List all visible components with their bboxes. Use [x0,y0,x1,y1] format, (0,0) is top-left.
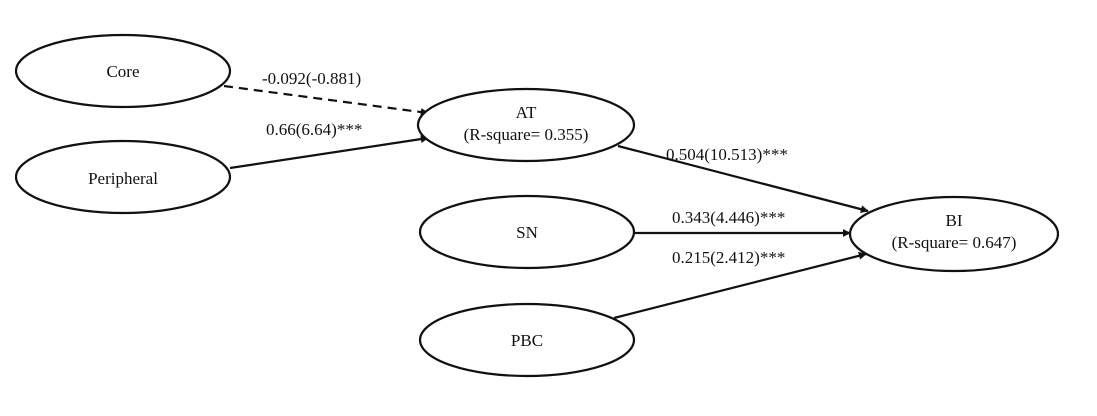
node-bi-label: BI [946,211,963,230]
node-bi-ellipse [848,195,1060,273]
node-core: Core [14,33,232,109]
node-pbc-label: PBC [511,331,543,350]
node-core-label: Core [106,62,139,81]
node-at: AT (R-square= 0.355) [416,87,636,163]
edge-label-core-to-at: -0.092(-0.881) [262,69,361,88]
edge-label-at-to-bi: 0.504(10.513)*** [666,145,788,164]
node-bi: BI (R-square= 0.647) [848,195,1060,273]
node-peripheral: Peripheral [14,139,232,215]
edge-label-pbc-to-bi: 0.215(2.412)*** [672,248,785,267]
edge-at-to-bi [617,144,869,214]
node-core-ellipse [14,33,232,109]
edge-core-to-at [223,84,429,117]
edge-pbc-to-bi [613,251,867,320]
node-bi-rsquare: (R-square= 0.647) [892,233,1017,252]
node-at-ellipse [416,87,636,163]
edge-label-sn-to-bi: 0.343(4.446)*** [672,208,785,227]
edge-label-peripheral-to-at: 0.66(6.64)*** [266,120,362,139]
node-at-rsquare: (R-square= 0.355) [464,125,589,144]
edges [223,84,869,320]
node-sn-ellipse [418,194,636,270]
node-pbc-ellipse [418,302,636,378]
node-pbc: PBC [418,302,636,378]
node-peripheral-label: Peripheral [88,169,158,188]
node-at-label: AT [516,103,537,122]
node-sn-label: SN [516,223,538,242]
node-peripheral-ellipse [14,139,232,215]
node-sn: SN [418,194,636,270]
edge-labels: -0.092(-0.881) 0.66(6.64)*** 0.504(10.51… [262,69,788,267]
edge-peripheral-to-at [229,135,429,170]
